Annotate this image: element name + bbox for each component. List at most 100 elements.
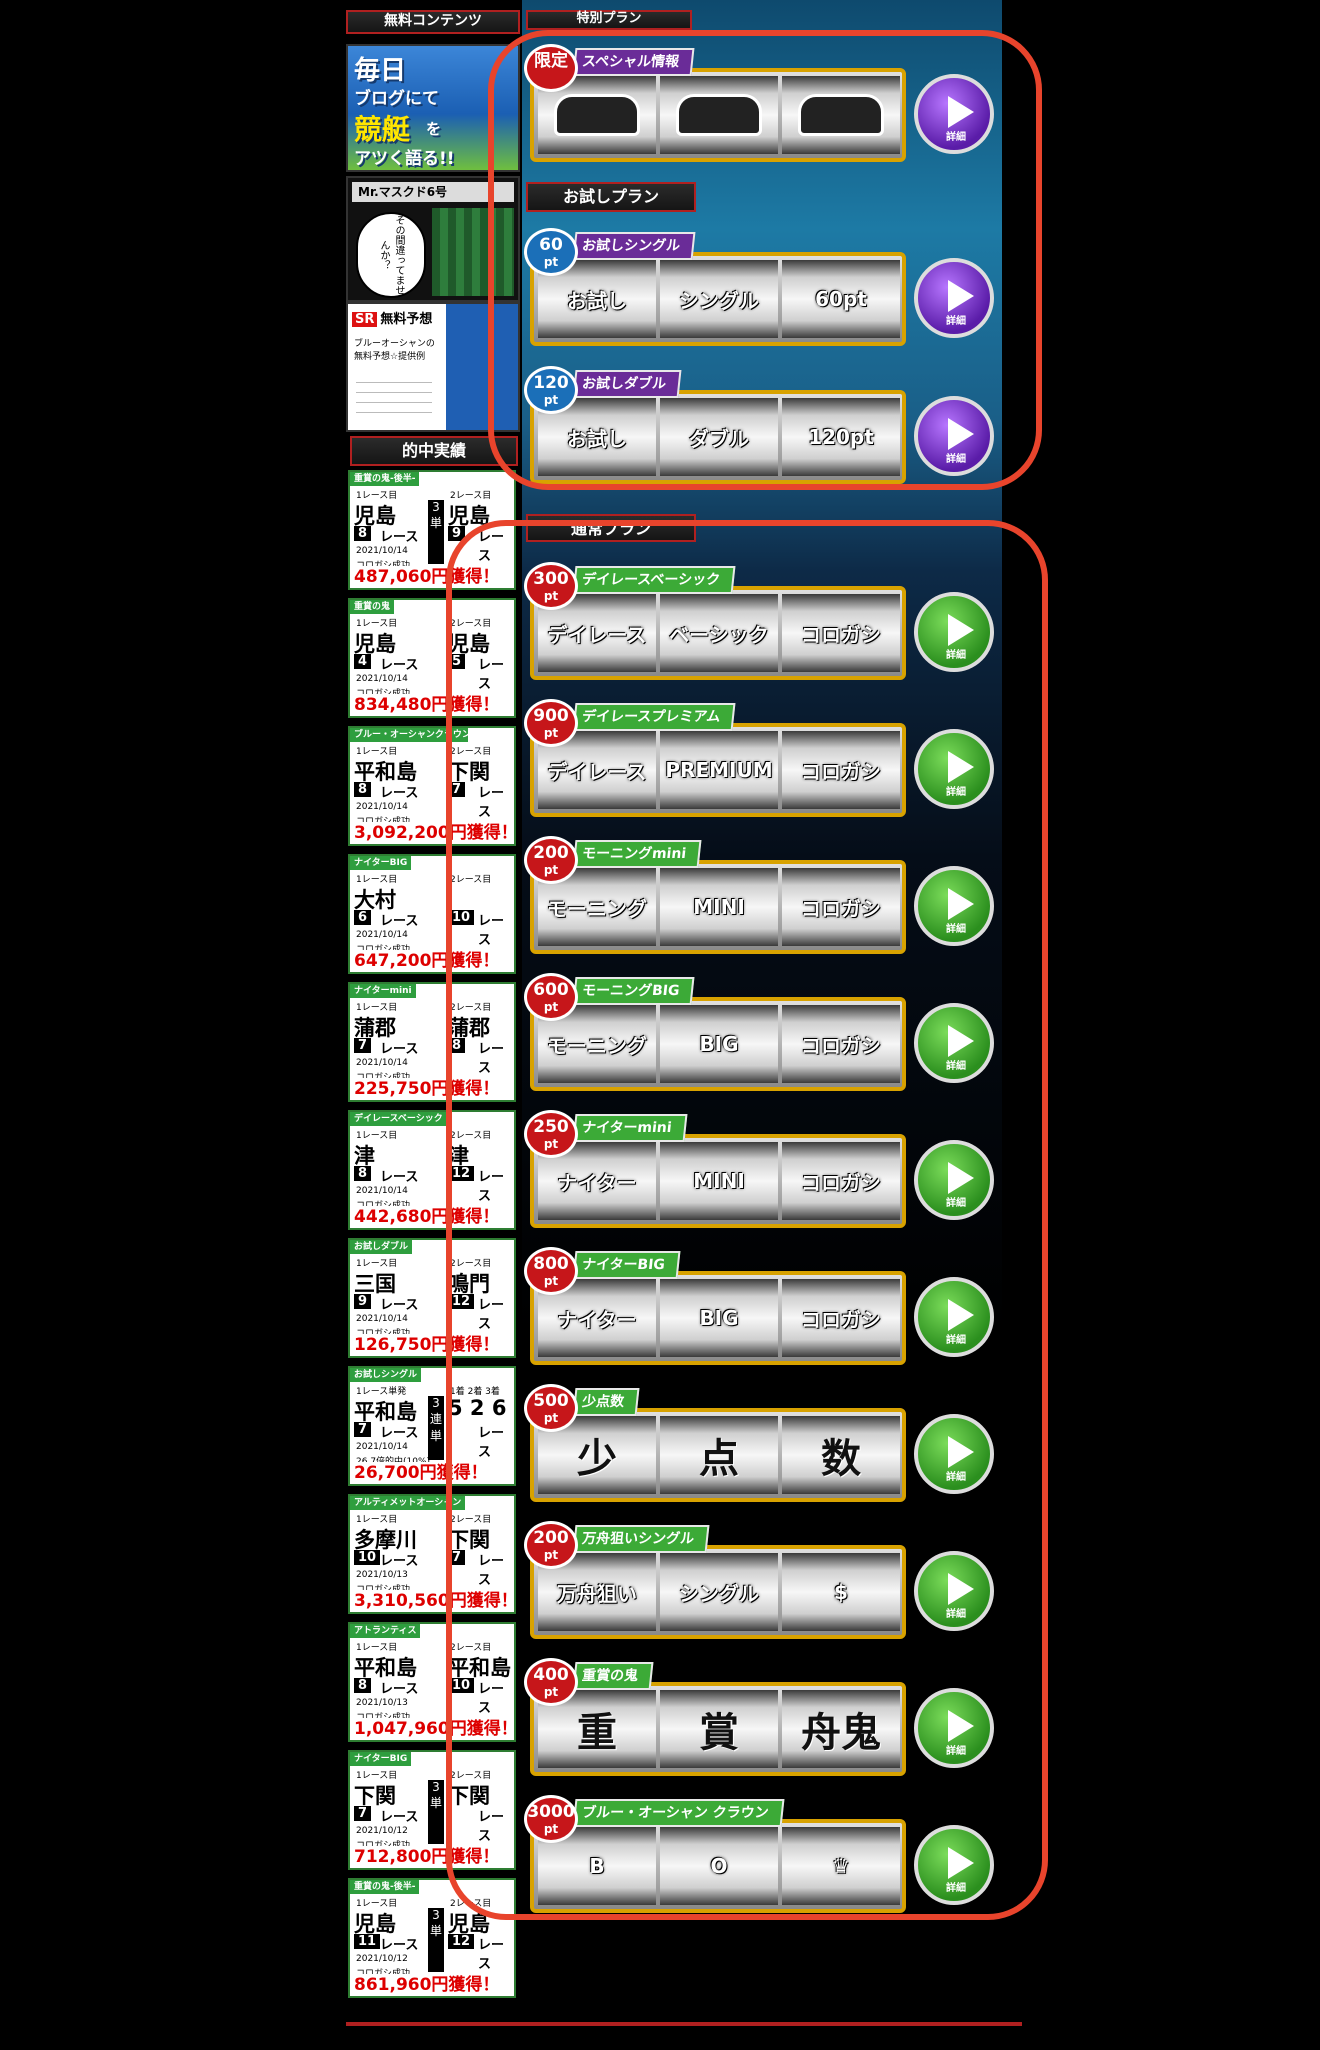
race1-label: 1レース目 (356, 1643, 398, 1653)
plan-row[interactable]: スペシャル情報限定詳細 (524, 44, 1010, 162)
race1-number: 6 (354, 910, 372, 925)
race2-number: 12 (448, 1934, 475, 1949)
badge-unit: pt (543, 1685, 559, 1699)
detail-label: 詳細 (946, 1061, 966, 1072)
race1-label: 1レース目 (356, 619, 398, 629)
result-plan-tag: アトランティス (350, 1624, 421, 1638)
result-plan-tag: お試しダブル (350, 1240, 413, 1254)
result-card[interactable]: お試しダブル1レース目2レース目三国鳴門9レース12レース2021/10/14コ… (348, 1238, 516, 1358)
detail-button[interactable]: 詳細 (914, 74, 994, 154)
badge-price: 400 (533, 1665, 569, 1685)
race1-venue: 児島 (354, 504, 396, 528)
reel-cell (782, 76, 900, 154)
race2-venue: 児島 (448, 1912, 490, 1936)
mask-banner-bubble: その間違ってませんか？ (356, 212, 426, 298)
play-icon (948, 1025, 974, 1057)
reel-cell: O (660, 1827, 778, 1905)
race1-number: 7 (354, 1038, 372, 1053)
badge-unit: pt (543, 1000, 559, 1014)
race1-label: 1レース目 (356, 1259, 398, 1269)
badge-unit: pt (543, 1548, 559, 1562)
highlight-ring-special-trial (488, 30, 1042, 490)
result-plan-tag: ブルー・オーシャンクラウン (350, 728, 468, 742)
reel-cell: コロガシ (782, 594, 900, 672)
play-icon (948, 888, 974, 920)
result-amount: 225,750円獲得！ (350, 1078, 514, 1100)
race2-label: 2レース目 (450, 1771, 492, 1781)
race1-unit: レース (380, 914, 419, 929)
badge-price: 900 (533, 706, 569, 726)
race2-unit: レース (478, 658, 505, 692)
race1-venue: 平和島 (354, 760, 417, 784)
detail-button[interactable]: 詳細 (914, 1414, 994, 1494)
result-date: 2021/10/12 (356, 1826, 408, 1836)
blog-banner-line1: 毎日 (354, 56, 407, 86)
race2-venue: 下関 (448, 760, 490, 784)
race2-unit: レース (478, 1298, 505, 1332)
detail-button[interactable]: 詳細 (914, 729, 994, 809)
race2-unit: レース (478, 1426, 505, 1460)
result-date: 2021/10/14 (356, 1186, 408, 1196)
race2-label: 2レース目 (450, 875, 492, 885)
detail-button[interactable]: 詳細 (914, 1688, 994, 1768)
blog-banner-line4: を (426, 120, 442, 138)
badge-price: 500 (533, 1391, 569, 1411)
detail-button[interactable]: 詳細 (914, 592, 994, 672)
race1-unit: レース (380, 1042, 419, 1057)
race2-label: 2レース目 (450, 491, 492, 501)
detail-button[interactable]: 詳細 (914, 1277, 994, 1357)
race2-venue: 下関 (448, 1528, 490, 1552)
result-date: 2021/10/14 (356, 546, 408, 556)
race2-number: 12 (448, 1166, 475, 1181)
free-content-header: 無料コンテンツ (346, 10, 520, 34)
detail-label: 詳細 (946, 1609, 966, 1620)
result-date: 2021/10/14 (356, 1058, 408, 1068)
reel-cell: BIG (660, 1279, 778, 1357)
race2-label: 2レース目 (450, 619, 492, 629)
boat-icon (798, 94, 884, 136)
badge-unit: pt (543, 255, 559, 269)
result-amount: 834,480円獲得！ (350, 694, 514, 716)
race1-number: 10 (354, 1550, 381, 1565)
detail-button[interactable]: 詳細 (914, 866, 994, 946)
detail-button[interactable]: 詳細 (914, 1140, 994, 1220)
detail-button[interactable]: 詳細 (914, 258, 994, 338)
detail-button[interactable]: 詳細 (914, 1551, 994, 1631)
reel-cell: デイレース (538, 731, 656, 809)
play-icon (948, 1299, 974, 1331)
detail-label: 詳細 (946, 787, 966, 798)
race1-label: 1レース目 (356, 1003, 398, 1013)
race2-number: 8 (448, 1038, 466, 1053)
reel-cell: 120pt (782, 398, 900, 476)
result-card[interactable]: 重賞の鬼1レース目2レース目児島児島4レース5レース2021/10/14コロガシ… (348, 598, 516, 718)
detail-button[interactable]: 詳細 (914, 1003, 994, 1083)
result-card[interactable]: ナイターBIG1レース目2レース目大村6レース10レース2021/10/14コロ… (348, 854, 516, 974)
detail-button[interactable]: 詳細 (914, 396, 994, 476)
